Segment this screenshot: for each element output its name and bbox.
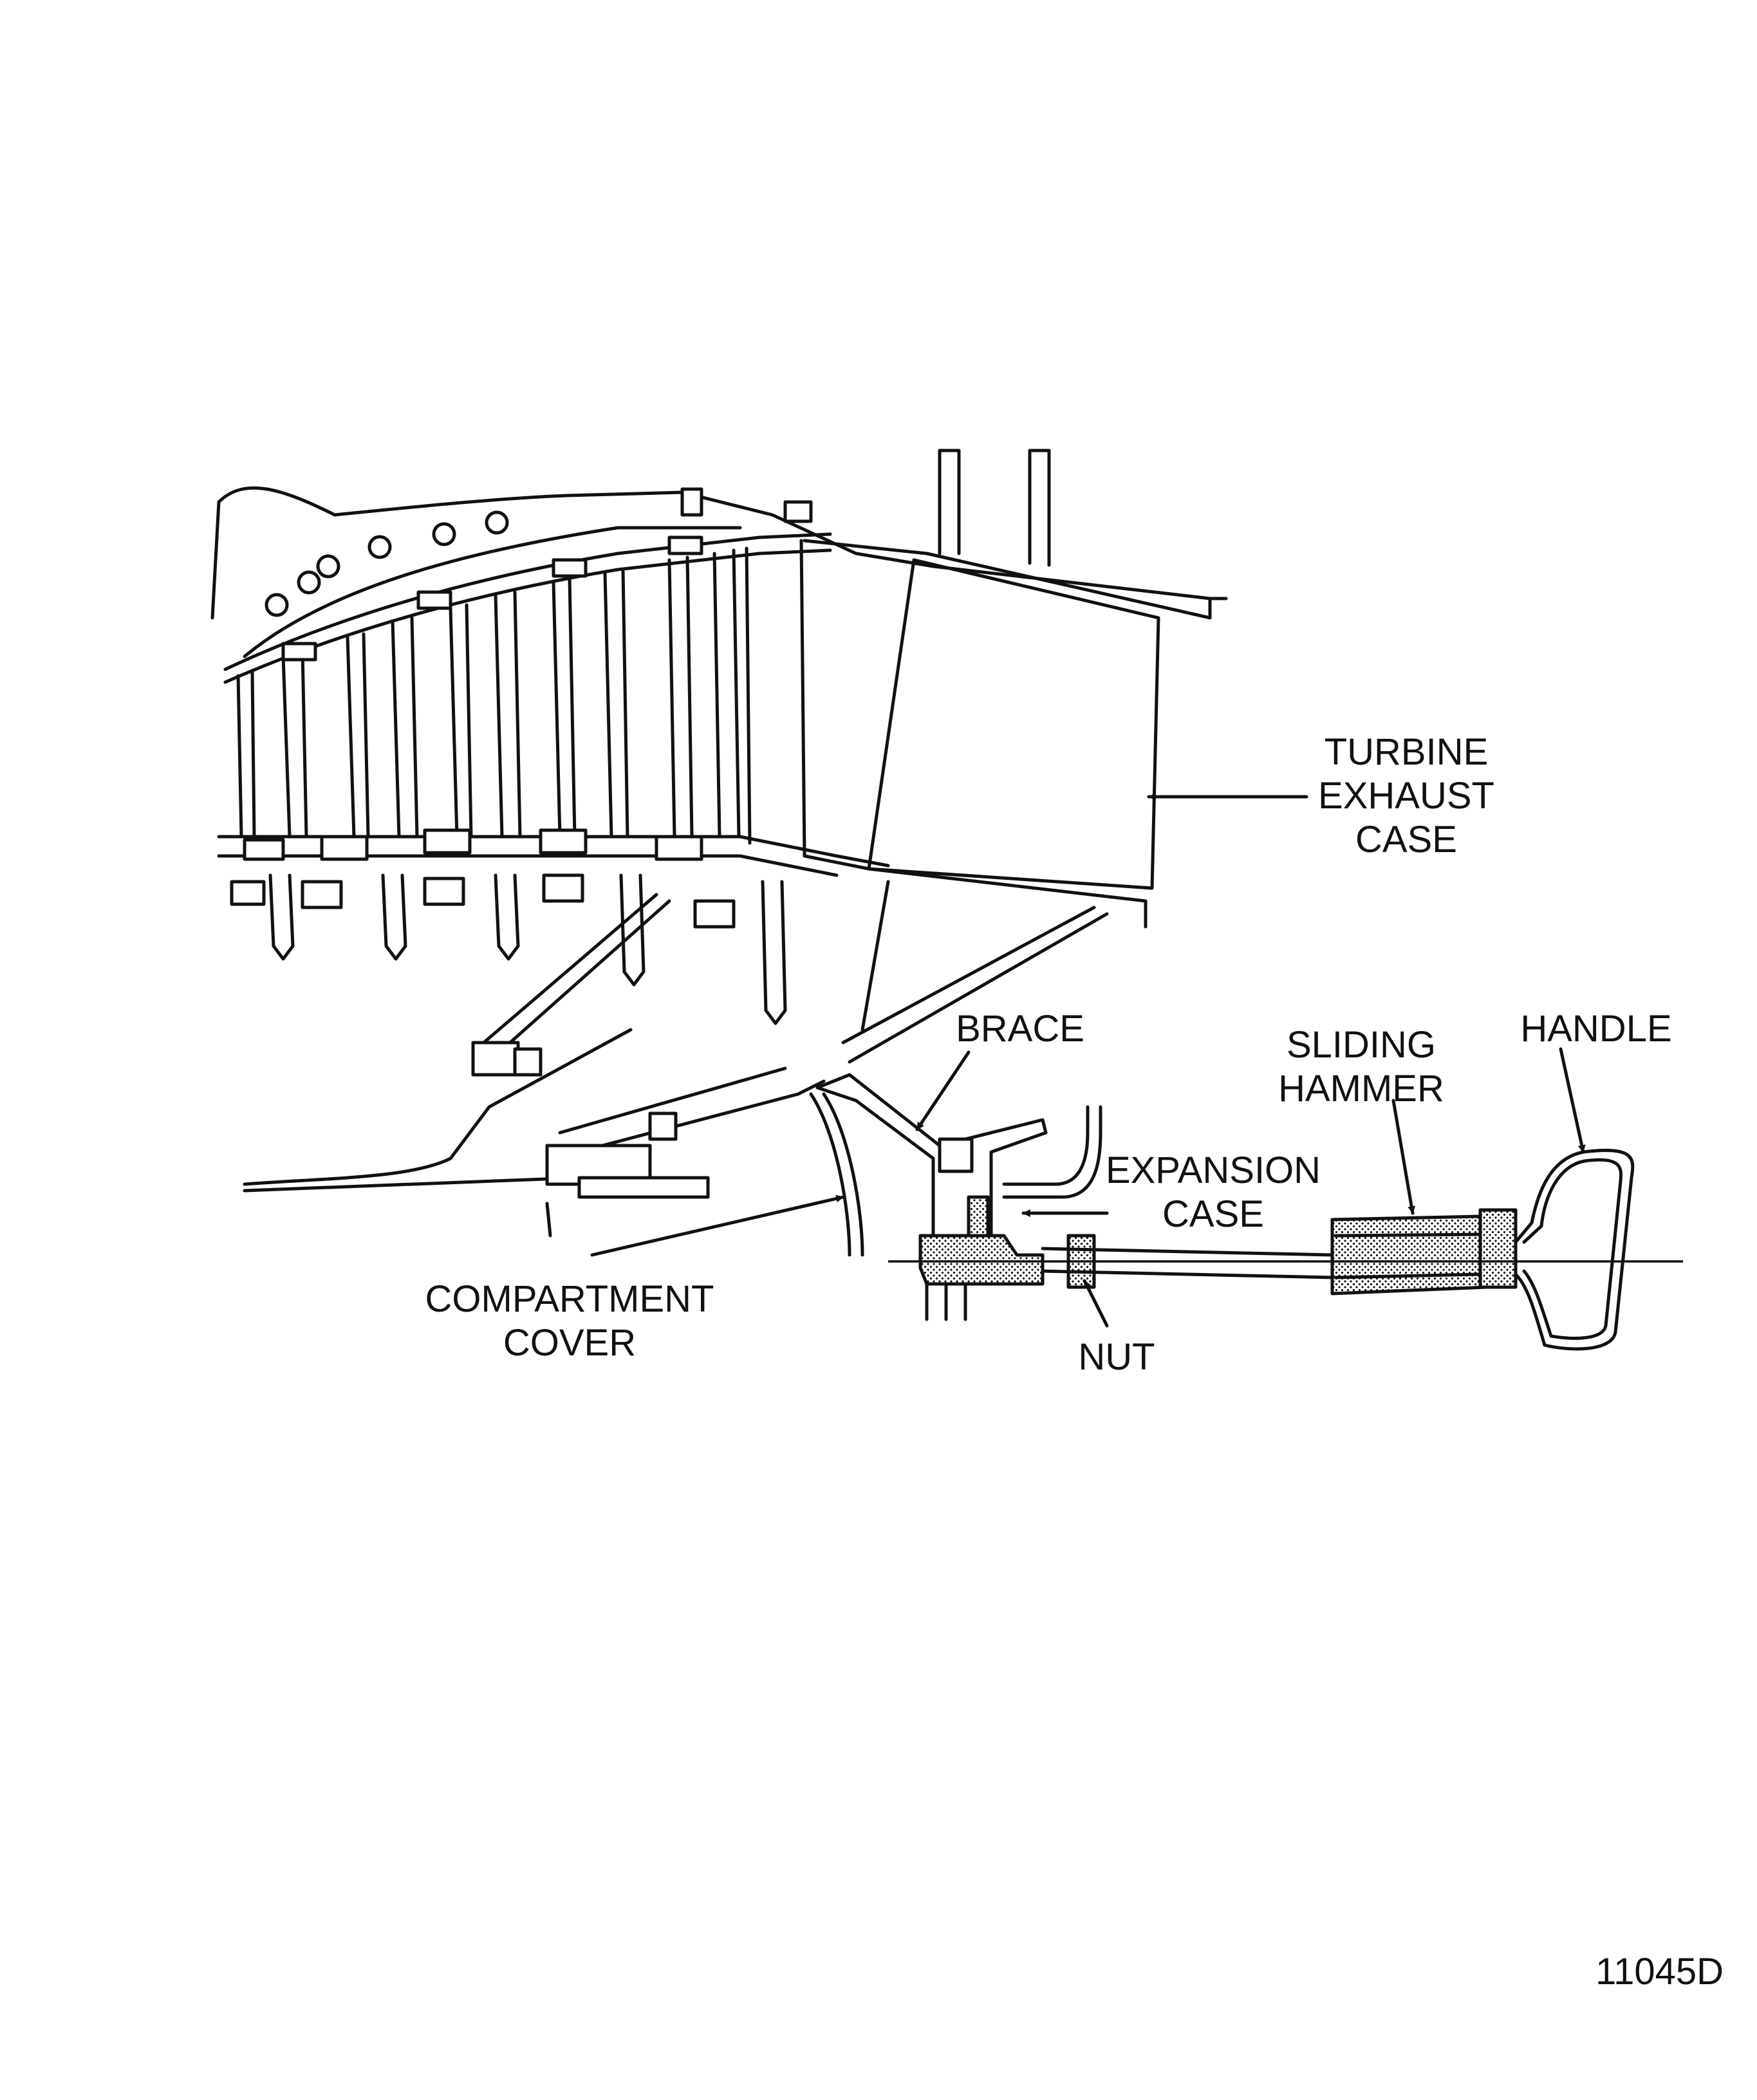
label-handle-text: HANDLE: [1520, 1008, 1672, 1050]
label-handle: HANDLE: [1520, 1007, 1671, 1051]
arrow-brace: [915, 1050, 971, 1131]
leader-arrows: [590, 793, 1586, 1328]
label-sliding-hammer-line2: HAMMER: [1278, 1068, 1444, 1110]
label-expansion-case-line2: CASE: [1162, 1193, 1264, 1235]
arrow-sliding-hammer: [1391, 1099, 1416, 1215]
figure-number: 11045D: [1595, 1951, 1724, 1993]
engine-outer-casing: [210, 486, 1212, 658]
label-nut-text: NUT: [1078, 1336, 1155, 1378]
compartment-cover-structure: [243, 893, 864, 1257]
label-turbine-exhaust-case-line2: EXHAUST: [1318, 775, 1494, 817]
label-brace-text: BRACE: [956, 1008, 1084, 1050]
arrow-nut: [1083, 1279, 1109, 1328]
label-expansion-case: EXPANSION CASE: [1106, 1149, 1321, 1236]
label-sliding-hammer-line1: SLIDING: [1286, 1024, 1436, 1066]
turbine-stages: [217, 487, 890, 1025]
label-turbine-exhaust-case-line3: CASE: [1355, 819, 1457, 860]
label-brace: BRACE: [956, 1007, 1084, 1051]
label-turbine-exhaust-case-line1: TURBINE: [1324, 731, 1489, 773]
label-compartment-cover-line2: COVER: [503, 1322, 637, 1364]
label-turbine-exhaust-case: TURBINE EXHAUST CASE: [1318, 730, 1494, 862]
arrow-handle: [1559, 1047, 1586, 1154]
label-compartment-cover: COMPARTMENT COVER: [425, 1278, 714, 1365]
label-expansion-case-line1: EXPANSION: [1105, 1149, 1321, 1191]
label-sliding-hammer: SLIDING HAMMER: [1278, 1023, 1444, 1111]
turbine-exhaust-case: [803, 449, 1228, 1064]
label-nut: NUT: [1078, 1335, 1155, 1379]
puller-tool: [815, 1073, 1683, 1351]
label-compartment-cover-line1: COMPARTMENT: [425, 1278, 714, 1320]
arrow-compartment-cover: [590, 1194, 845, 1257]
